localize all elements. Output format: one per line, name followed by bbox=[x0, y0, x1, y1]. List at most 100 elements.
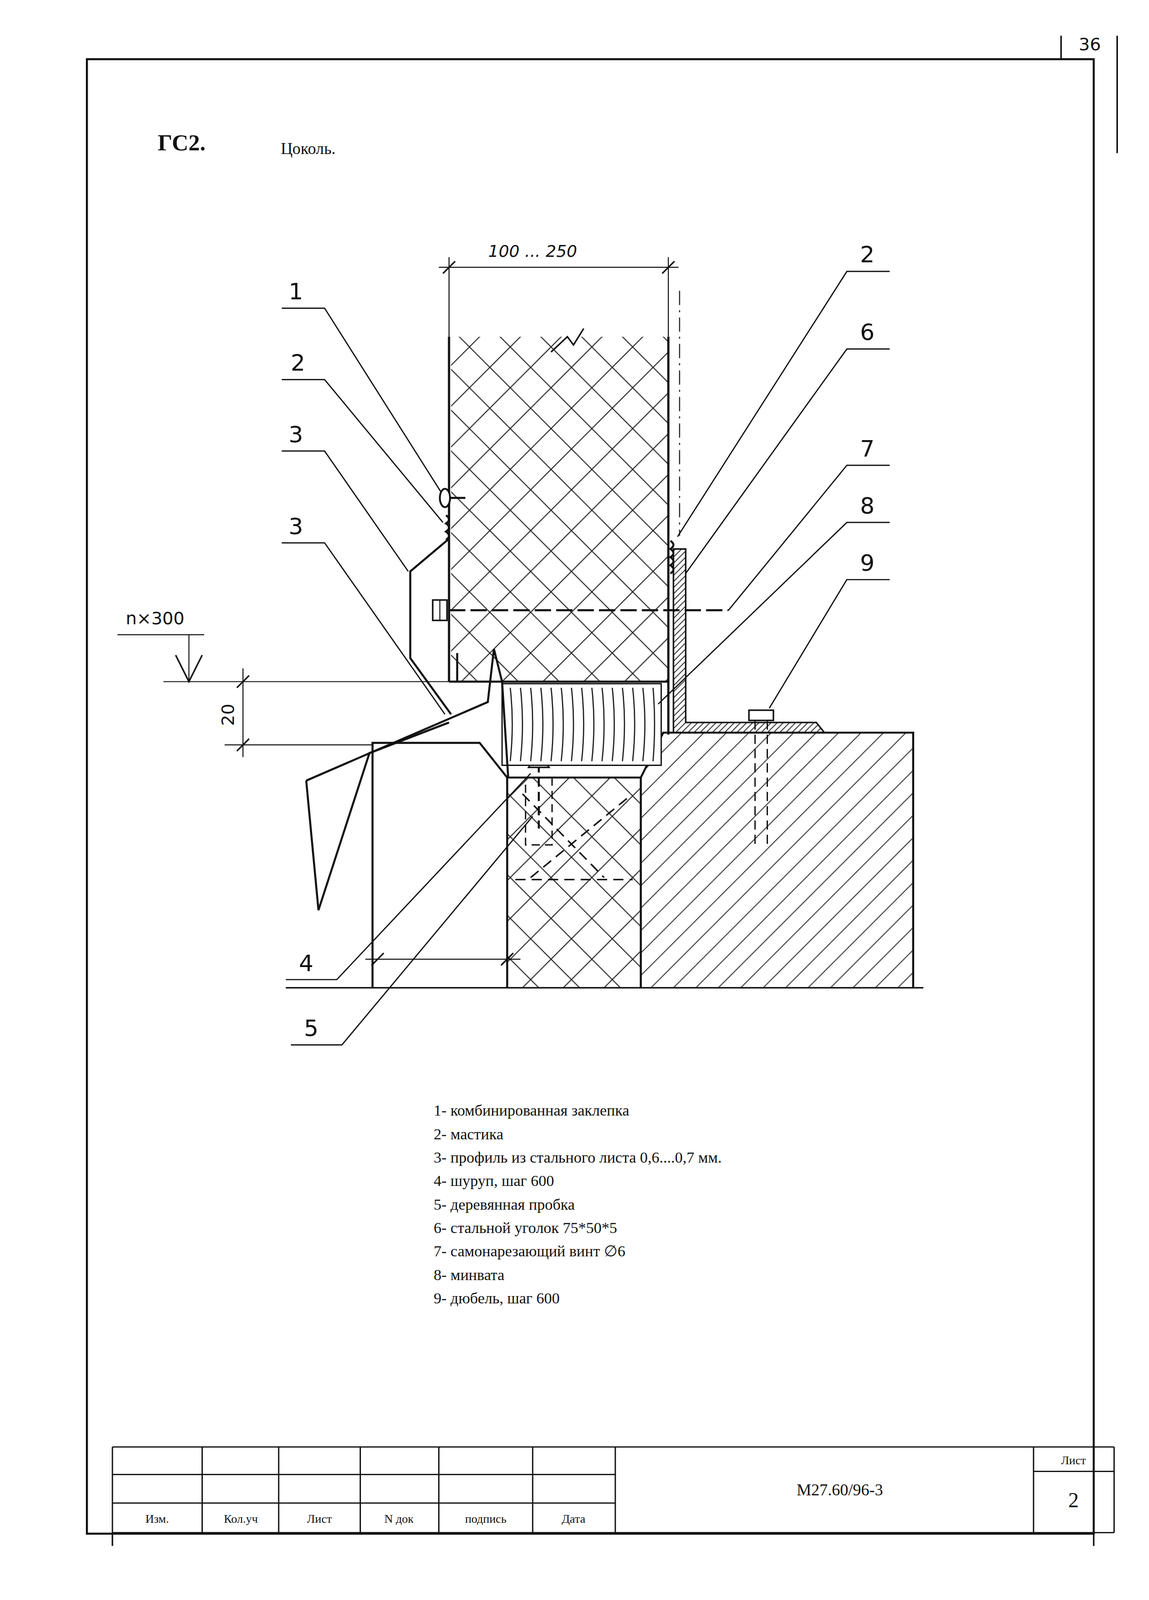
level-line bbox=[117, 634, 205, 636]
extension-line bbox=[448, 257, 450, 337]
dowel-head bbox=[748, 709, 774, 721]
leader-line bbox=[685, 349, 890, 574]
leader-line bbox=[281, 307, 441, 492]
callout-number: 2 bbox=[860, 242, 875, 269]
table-cell: Дата bbox=[561, 1511, 586, 1526]
key-item: 2- мастика bbox=[433, 1124, 504, 1143]
callout-number: 8 bbox=[860, 492, 875, 520]
dimension-line bbox=[439, 266, 679, 268]
key-item: 9- дюбель, шаг 600 bbox=[433, 1289, 560, 1308]
key-item: 4- шуруп, шаг 600 bbox=[433, 1171, 554, 1190]
wall-panel bbox=[439, 257, 680, 735]
callout-number: 2 bbox=[290, 349, 306, 377]
dimension-tick bbox=[442, 261, 675, 274]
leader-line bbox=[658, 522, 890, 704]
table-line bbox=[278, 1446, 280, 1533]
level-mark bbox=[175, 654, 202, 682]
callout-number: 3 bbox=[288, 421, 304, 449]
sheet-number: 36 bbox=[1078, 34, 1101, 55]
table-line bbox=[112, 1473, 616, 1475]
table-line bbox=[1113, 1446, 1115, 1533]
dimension-tick bbox=[236, 675, 249, 751]
key-item: 6- стальной уголок 75*50*5 bbox=[433, 1218, 618, 1237]
dowel bbox=[755, 720, 768, 845]
hidden-lines bbox=[515, 793, 633, 880]
leader-line bbox=[291, 815, 533, 1045]
table-cell: Кол.уч bbox=[223, 1511, 258, 1526]
flashing-profile bbox=[410, 538, 451, 715]
level-line bbox=[188, 634, 190, 682]
title-block bbox=[112, 1446, 1115, 1533]
concrete-section bbox=[640, 732, 914, 988]
frame-line bbox=[1060, 35, 1062, 59]
leader-line bbox=[769, 579, 890, 708]
dimension-label: 100 ... 250 bbox=[488, 241, 578, 261]
dimensions bbox=[117, 634, 521, 965]
leader-lines bbox=[281, 271, 890, 1045]
mineral-wool-outline bbox=[502, 683, 662, 766]
frame-line bbox=[111, 1533, 113, 1546]
frame-line bbox=[1092, 1533, 1095, 1546]
table-line bbox=[112, 1531, 1115, 1533]
screw-head bbox=[432, 599, 447, 621]
dimension-tick bbox=[371, 952, 514, 965]
panel-bottom bbox=[449, 680, 669, 683]
callout-number: 5 bbox=[303, 1015, 319, 1043]
panel-sheet bbox=[667, 336, 670, 735]
mastic bbox=[445, 515, 450, 541]
drawing-title: ГС2. bbox=[157, 129, 206, 157]
table-line bbox=[532, 1446, 534, 1533]
flashing-profiles bbox=[306, 538, 509, 911]
key-item: 7- самонарезающий винт ∅6 bbox=[433, 1242, 626, 1261]
break-mark bbox=[550, 328, 584, 352]
panel-edge bbox=[455, 652, 458, 682]
frame-border bbox=[86, 59, 1094, 1534]
panel-insulation bbox=[450, 336, 669, 682]
table-line bbox=[1033, 1470, 1114, 1472]
mineral-wool bbox=[502, 683, 662, 766]
document-code: М27.60/96-3 bbox=[796, 1480, 884, 1499]
extension-line bbox=[224, 744, 373, 746]
key-item: 3- профиль из стального листа 0,6....0,7… bbox=[433, 1148, 722, 1166]
leader-line bbox=[285, 773, 531, 980]
sheet-number: 2 bbox=[1068, 1487, 1079, 1513]
key-item: 5- деревянная пробка bbox=[433, 1195, 575, 1213]
table-cell: Лист bbox=[307, 1511, 332, 1526]
extension-line bbox=[667, 257, 669, 337]
sheet-frame bbox=[86, 35, 1118, 1546]
leader-line bbox=[677, 271, 890, 537]
drawing-subtitle: Цоколь. bbox=[280, 139, 336, 159]
callout-number: 6 bbox=[860, 319, 875, 346]
table-line bbox=[438, 1446, 440, 1533]
table-cell: подпись bbox=[465, 1511, 507, 1526]
key-item: 8- минвата bbox=[433, 1265, 505, 1284]
callout-number: 1 bbox=[288, 278, 304, 306]
foundation-line bbox=[639, 777, 642, 988]
table-line bbox=[112, 1445, 1115, 1448]
rivet-head bbox=[439, 488, 451, 508]
foundation-bottom bbox=[285, 986, 924, 989]
mastic bbox=[670, 540, 674, 573]
table-line bbox=[201, 1446, 203, 1533]
leader-line bbox=[728, 465, 890, 610]
screw bbox=[537, 762, 540, 829]
frame-line bbox=[1116, 35, 1118, 154]
table-cell: Изм. bbox=[145, 1511, 170, 1526]
table-line bbox=[614, 1446, 616, 1533]
level-label: n×300 bbox=[125, 608, 185, 629]
callout-number: 3 bbox=[288, 513, 304, 541]
self-tapping-screw bbox=[449, 608, 729, 611]
dimension-label: 20 bbox=[218, 703, 239, 726]
callout-number: 7 bbox=[860, 435, 875, 463]
callout-number: 9 bbox=[860, 550, 875, 577]
foundation-outline bbox=[372, 732, 913, 988]
table-line bbox=[1032, 1446, 1035, 1533]
key-item: 1- комбинированная заклепка bbox=[433, 1101, 630, 1120]
level-line bbox=[163, 680, 450, 682]
fasteners bbox=[432, 488, 825, 733]
table-line bbox=[112, 1501, 616, 1504]
foundation-line bbox=[506, 777, 509, 988]
flashing-drip bbox=[306, 722, 450, 911]
